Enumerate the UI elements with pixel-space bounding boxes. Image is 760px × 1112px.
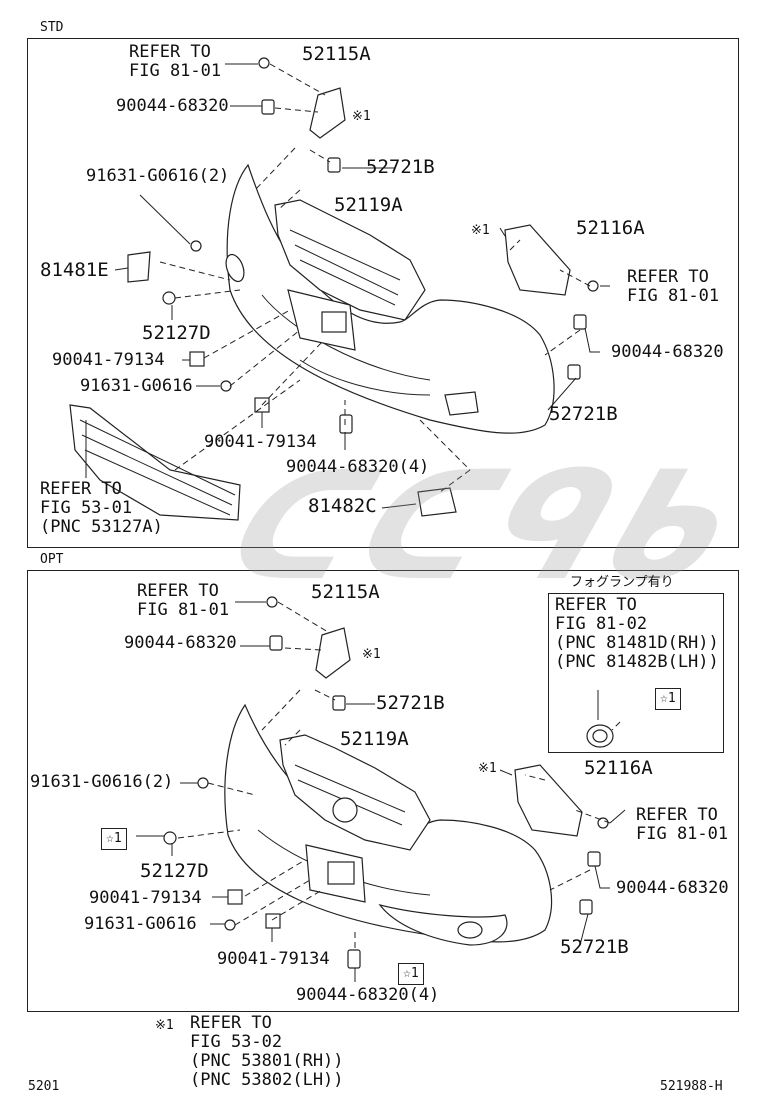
std-grille-upper [274,199,426,321]
opt-star-left-box: ☆1 [101,828,127,850]
opt-fog-lamp [586,724,614,748]
opt-star-bottom-box: ☆1 [398,963,424,985]
std-part-81481E: 81481E [40,259,109,281]
std-bracket-right [504,224,587,380]
std-refer-fig-53-01-line3: (PNC 53127A) [40,517,163,537]
opt-refer-fig-81-01-right-line1: REFER TO [636,805,718,825]
std-part-52721B-top: 52721B [366,156,435,178]
opt-fog-refer-line1: REFER TO [555,595,637,615]
opt-part-90041-79134-bottom: 90041-79134 [217,949,330,969]
opt-fog-refer-line4: (PNC 81482B(LH)) [555,652,719,672]
std-license-bracket [287,289,356,351]
opt-part-90044-68320-4: 90044-68320(4) [296,985,440,1005]
std-part-52119A: 52119A [334,194,403,216]
opt-note-mark-1-right: ※1 [478,761,497,776]
std-fog-grille-small [417,487,457,517]
std-refer-fig-81-01-line1: REFER TO [129,42,211,62]
opt-bracket-left [269,627,351,711]
fog-lamp-inset [548,593,724,753]
opt-part-90041-79134-left: 90041-79134 [89,888,202,908]
std-lower-grille [69,404,241,521]
opt-grille-upper [279,734,431,851]
std-refer-fig-53-01-line2: FIG 53-01 [40,498,133,518]
std-part-52115A: 52115A [302,43,371,65]
std-refer-fig-81-01-right-line1: REFER TO [627,267,709,287]
std-part-90044-68320-top: 90044-68320 [116,96,229,116]
opt-fog-star-box: ☆1 [655,688,681,710]
opt-part-91631-G0616-2: 91631-G0616(2) [30,772,174,792]
footnote-line3: (PNC 53801(RH)) [190,1051,344,1071]
std-small-parts [127,57,599,434]
opt-refer-fig-81-01-line2: FIG 81-01 [137,600,230,620]
std-refer-fig-81-01-line2: FIG 81-01 [129,61,222,81]
std-refer-fig-81-01-right-line2: FIG 81-01 [627,286,720,306]
std-part-90041-79134-left: 90041-79134 [52,350,165,370]
std-bumper-cover [225,163,555,434]
opt-part-90044-68320-right: 90044-68320 [616,878,729,898]
opt-refer-fig-81-01-line1: REFER TO [137,581,219,601]
std-part-90044-68320-right: 90044-68320 [611,342,724,362]
opt-fog-refer-line3: (PNC 81481D(RH)) [555,633,719,653]
opt-part-52119A: 52119A [340,728,409,750]
std-part-91631-G0616: 91631-G0616 [80,376,193,396]
opt-part-52116A: 52116A [584,757,653,779]
std-bracket-left [261,87,346,173]
opt-license-bracket [305,844,366,903]
footnote-mark: ※1 [155,1018,174,1033]
std-part-90041-79134-bottom: 90041-79134 [204,432,317,452]
opt-bracket-right [514,764,601,915]
footnote-line1: REFER TO [190,1013,272,1033]
std-note-mark-1: ※1 [352,109,371,124]
std-part-52127D: 52127D [142,322,211,344]
opt-refer-fig-81-01-right-line2: FIG 81-01 [636,824,729,844]
footnote-line2: FIG 53-02 [190,1032,283,1052]
opt-part-52127D: 52127D [140,860,209,882]
opt-part-91631-G0616: 91631-G0616 [84,914,197,934]
footnote-line4: (PNC 53802(LH)) [190,1070,344,1090]
footer-illustration-id: 521988-H [660,1079,723,1094]
std-part-91631-G0616-2: 91631-G0616(2) [86,166,230,186]
opt-fog-header: フォグランプ有り [570,575,674,590]
std-part-52116A: 52116A [576,217,645,239]
opt-note-mark-1: ※1 [362,647,381,662]
footer-page-code: 5201 [28,1079,60,1094]
std-note-mark-1-right: ※1 [471,223,490,238]
opt-fog-refer-line2: FIG 81-02 [555,614,648,634]
std-part-81482C: 81482C [308,495,377,517]
std-part-52721B-right: 52721B [549,403,618,425]
opt-part-52721B-right: 52721B [560,936,629,958]
opt-part-90044-68320-top: 90044-68320 [124,633,237,653]
std-refer-fig-53-01-line1: REFER TO [40,479,122,499]
opt-part-52115A: 52115A [311,581,380,603]
std-part-90044-68320-4: 90044-68320(4) [286,457,430,477]
std-section-tag: STD [40,20,64,35]
std-fog-cover [444,391,479,416]
opt-section-tag: OPT [40,552,64,567]
opt-part-52721B-top: 52721B [376,692,445,714]
opt-small-parts [163,596,609,969]
